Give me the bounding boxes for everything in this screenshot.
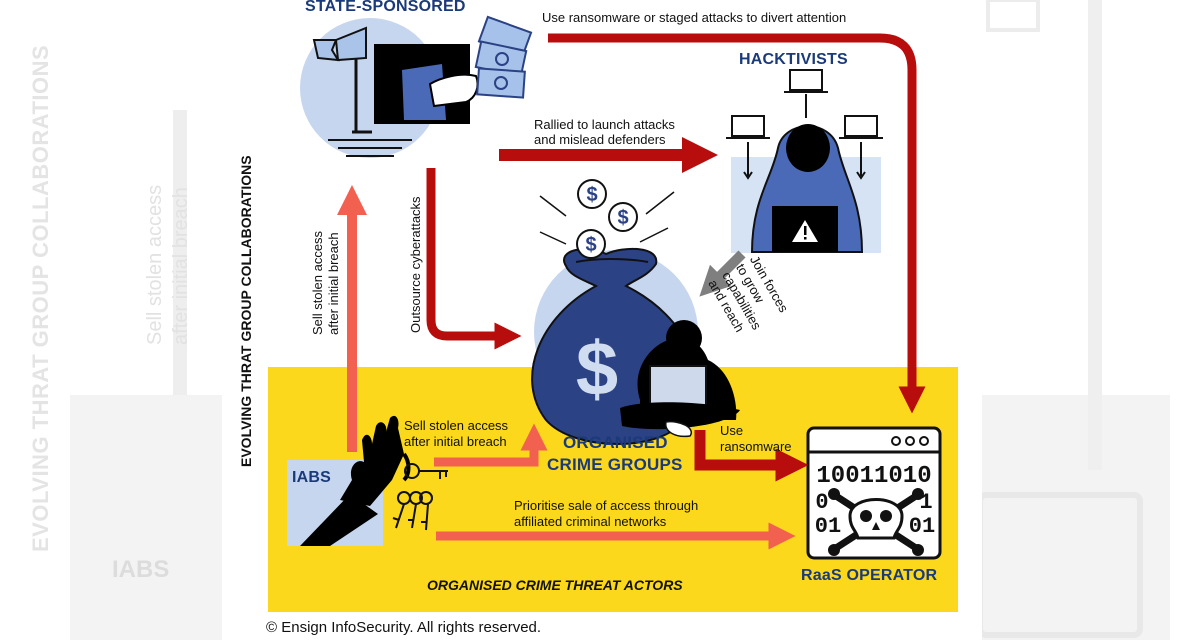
ocg-title-line2: CRIME GROUPS <box>547 455 683 474</box>
key-icon <box>392 463 448 531</box>
arrow-ocg-to-raas <box>694 430 809 482</box>
raas-binary-row3-right: 01 <box>909 514 935 539</box>
arrow-iabs-to-ocg <box>434 423 548 467</box>
cash-icon <box>474 15 533 99</box>
dollar-coin-icon: $ $ $ <box>576 179 638 259</box>
raas-binary-row1: 10011010 <box>816 463 931 490</box>
label-ocg-to-raas-line1: Use <box>720 423 744 438</box>
label-iabs-to-state-line1: Sell stolen access <box>310 230 325 335</box>
raas-operator-illustration: 10011010 0 1 01 01 <box>806 426 942 560</box>
copyright: © Ensign InfoSecurity. All rights reserv… <box>266 619 542 636</box>
label-state-to-ocg: Outsource cyberattacks <box>408 196 423 333</box>
ransomware-window-icon <box>806 426 942 560</box>
hooded-hacker-icon <box>750 124 864 253</box>
hacktivists-illustration <box>726 69 883 253</box>
state-sponsored-title: STATE-SPONSORED <box>305 0 466 15</box>
hacktivists-title: HACKTIVISTS <box>739 51 848 68</box>
money-bag-illustration: $ $ $ $ <box>531 179 740 445</box>
money-hand-icon <box>374 44 479 124</box>
label-state-to-raas: Use ransomware or staged attacks to dive… <box>542 10 847 25</box>
label-iabs-to-ocg-line2: after initial breach <box>404 434 507 449</box>
side-title: EVOLVING THRAT GROUP COLLABORATIONS <box>238 155 254 467</box>
flag-icon <box>312 26 412 157</box>
zone-title: ORGANISED CRIME THREAT ACTORS <box>427 577 683 593</box>
label-state-to-hacktivists-line2: and mislead defenders <box>534 132 666 147</box>
arrow-state-to-raas <box>548 33 926 414</box>
label-iabs-to-raas-line2: affiliated criminal networks <box>514 514 667 529</box>
skull-icon <box>828 488 924 556</box>
label-ocg-to-raas-line2: ransomware <box>720 439 792 454</box>
arrow-state-to-ocg <box>426 168 522 350</box>
watermark-iabs: IABS <box>112 556 170 583</box>
arrow-hacktivists-to-ocg <box>699 250 746 297</box>
coin-sparks <box>539 191 675 245</box>
label-state-to-hacktivists-line1: Rallied to launch attacks <box>534 117 675 132</box>
laptop-icon <box>726 69 883 180</box>
svg-text:$: $ <box>617 207 628 229</box>
raas-binary-row3-left: 01 <box>815 514 841 539</box>
label-iabs-to-raas-line1: Prioritise sale of access through <box>514 498 699 513</box>
state-sponsored-illustration <box>300 15 533 158</box>
iabs-title: IABS <box>292 469 332 486</box>
raas-operator-title: RaaS OPERATOR <box>801 567 938 584</box>
raas-binary-row2-left: 0 <box>815 490 828 515</box>
hand-holding-keys-icon <box>300 415 411 546</box>
svg-text:$: $ <box>586 184 597 206</box>
ocg-title-line1: ORGANISED <box>563 433 668 452</box>
svg-text:$: $ <box>576 327 618 412</box>
label-iabs-to-state-line2: after initial breach <box>326 232 341 335</box>
hacker-on-laptop-icon <box>620 320 740 438</box>
iabs-illustration <box>287 415 448 546</box>
label-iabs-to-ocg-line1: Sell stolen access <box>404 418 509 433</box>
svg-text:$: $ <box>585 234 596 256</box>
label-iabs-to-state: Sell stolen access after initial breach <box>310 231 342 335</box>
